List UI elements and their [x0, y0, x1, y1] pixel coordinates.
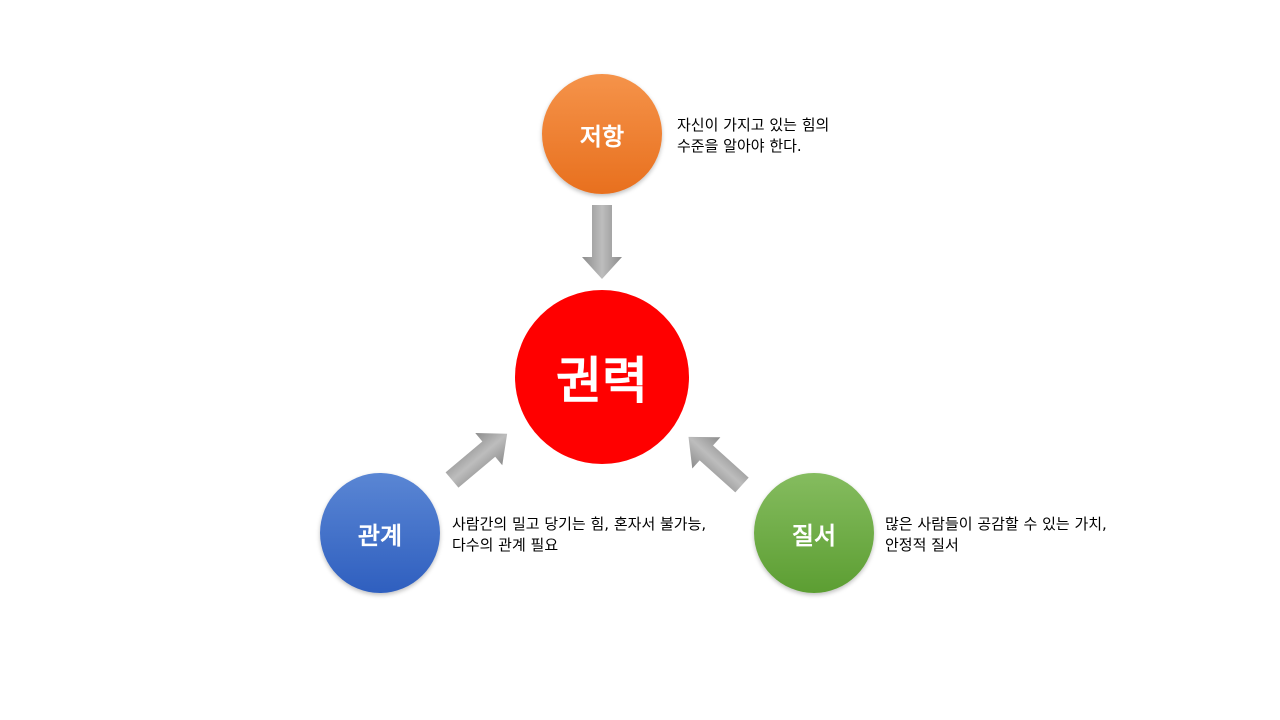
node-power: 권력	[515, 290, 689, 464]
node-relationship-label: 관계	[357, 521, 403, 550]
arrow-top-to-center	[582, 205, 622, 279]
desc-resistance: 자신이 가지고 있는 힘의 수준을 알아야 한다.	[677, 115, 829, 157]
desc-relationship-line-1: 사람간의 밀고 당기는 힘, 혼자서 불가능,	[452, 515, 707, 533]
desc-resistance-line-1: 자신이 가지고 있는 힘의	[677, 116, 830, 134]
desc-relationship-line-2: 다수의 관계 필요	[452, 536, 559, 554]
node-relationship: 관계	[320, 473, 440, 593]
desc-order-line-1: 많은 사람들이 공감할 수 있는 가치,	[885, 515, 1107, 533]
arrow-left-to-center	[445, 433, 508, 488]
node-order-label: 질서	[791, 521, 837, 550]
desc-order: 많은 사람들이 공감할 수 있는 가치, 안정적 질서	[885, 514, 1107, 556]
node-order: 질서	[754, 473, 874, 593]
desc-resistance-line-2: 수준을 알아야 한다.	[677, 137, 802, 155]
desc-relationship: 사람간의 밀고 당기는 힘, 혼자서 불가능, 다수의 관계 필요	[452, 514, 706, 556]
node-resistance-label: 저항	[579, 122, 625, 151]
node-resistance: 저항	[542, 74, 662, 194]
arrow-right-to-center	[688, 436, 749, 493]
node-power-label: 권력	[556, 352, 648, 410]
desc-order-line-2: 안정적 질서	[885, 536, 959, 554]
